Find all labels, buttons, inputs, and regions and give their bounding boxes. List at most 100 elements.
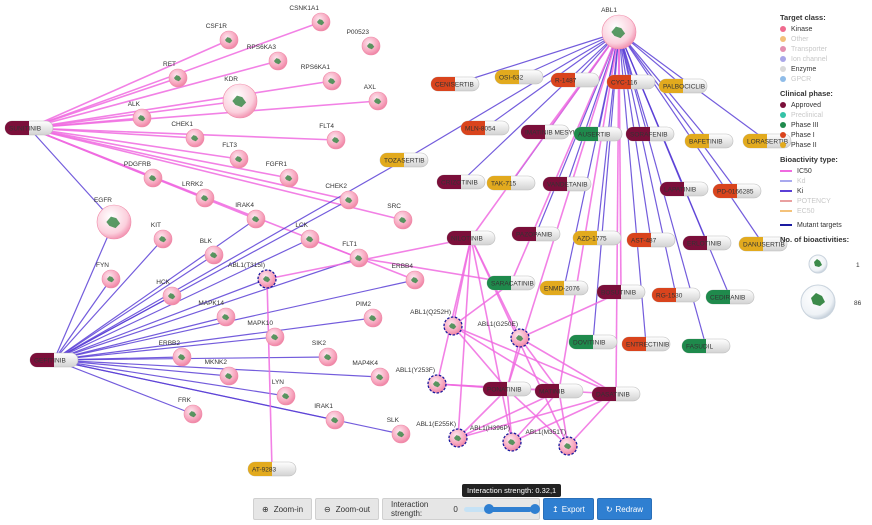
target-node-mknk2[interactable]: MKNK2 (205, 359, 239, 386)
target-node-abl1[interactable]: ABL1 (601, 7, 637, 50)
legend-target-item[interactable]: Enzyme (780, 64, 870, 74)
legend-target-item[interactable]: Other (780, 34, 870, 44)
edge-sunitinib-flt3[interactable] (28, 127, 240, 160)
drug-node-pazopanib[interactable]: PAZOPANIB (511, 226, 561, 242)
target-node-abl1-e255k[interactable]: ABL1(E255K) (416, 421, 468, 448)
drug-node-sorafenib[interactable]: SORAFENIB (625, 126, 675, 142)
edge-at-9283-abl1-t315i[interactable] (266, 278, 273, 470)
zoom-out-button[interactable]: ⊖ Zoom-out (315, 498, 379, 520)
target-node-axl[interactable]: AXL (364, 84, 388, 111)
target-node-ret[interactable]: RET (163, 61, 188, 88)
drug-node-tozasertib[interactable]: TOZASERTIB (379, 152, 429, 168)
target-node-fgfr1[interactable]: FGFR1 (266, 161, 299, 188)
edge-gefitinib-irak4[interactable] (53, 218, 257, 361)
drug-node-lorasertib[interactable]: LORASERTIB (742, 133, 792, 149)
target-node-abl1-g250e[interactable]: ABL1(G250E) (478, 321, 530, 348)
legend-mutant-row[interactable]: Mutant targets (780, 220, 870, 230)
drug-node-ast-487[interactable]: AST-487 (626, 232, 676, 248)
target-node-chek1[interactable]: CHEK1 (171, 121, 205, 148)
drug-node-tak-715[interactable]: TAK-715 (486, 175, 536, 191)
target-node-mapk14[interactable]: MAPK14 (198, 300, 236, 327)
target-node-abl1-t315i[interactable]: ABL1(T315I) (228, 262, 277, 289)
target-node-blk[interactable]: BLK (200, 238, 224, 265)
edge-abl1-crizotinib[interactable] (460, 31, 620, 183)
drug-node-erlotinib[interactable]: ERLOTINIB (682, 235, 732, 251)
target-node-lyn[interactable]: LYN (272, 379, 296, 406)
edge-gefitinib-mapk14[interactable] (53, 316, 227, 361)
export-button[interactable]: ↥ Export (542, 498, 594, 520)
target-node-abl1-h396p[interactable]: ABL1(H396P) (470, 425, 522, 452)
target-node-src[interactable]: SRC (387, 203, 413, 230)
legend-bio-item[interactable]: Kd (780, 176, 870, 186)
edge-abl1-ponatinib[interactable] (506, 31, 620, 390)
strength-slider[interactable] (463, 503, 540, 514)
drug-node-crizotinib[interactable]: CRIZOTINIB (436, 174, 486, 190)
target-node-sik2[interactable]: SIK2 (312, 340, 338, 367)
target-node-pim2[interactable]: PIM2 (356, 301, 383, 328)
drug-node-saracatinib[interactable]: SARACATINIB (486, 275, 536, 291)
edge-sunitinib-csf1r[interactable] (28, 39, 230, 129)
legend-target-item[interactable]: Kinase (780, 24, 870, 34)
target-node-kit[interactable]: KIT (151, 222, 173, 249)
edge-gefitinib-kit[interactable] (53, 238, 164, 361)
edge-dasatinib-abl1-m351t[interactable] (567, 393, 617, 447)
target-node-csf1r[interactable]: CSF1R (206, 23, 239, 50)
legend-bio-item[interactable]: Ki (780, 186, 870, 196)
drug-node-at-9283[interactable]: AT-9283 (247, 461, 297, 477)
legend-bio-item[interactable]: EC50 (780, 206, 870, 216)
target-node-flt4[interactable]: FLT4 (319, 123, 346, 150)
drug-node-pd-0166285[interactable]: PD-0166285 (712, 183, 762, 199)
edge-gefitinib-lck[interactable] (53, 238, 311, 361)
target-node-egfr[interactable]: EGFR (94, 197, 132, 240)
target-node-lck[interactable]: LCK (295, 222, 320, 249)
target-node-slk[interactable]: SLK (387, 417, 411, 444)
drug-node-nilotinib[interactable]: NILOTINIB (446, 230, 496, 246)
edge-sunitinib-egfr[interactable] (28, 127, 115, 223)
edge-matinib-abl1-h396p[interactable] (511, 390, 560, 443)
target-node-erbb2[interactable]: ERBB2 (159, 340, 192, 367)
edge-sunitinib-rps6ka3[interactable] (28, 60, 279, 129)
target-node-lrrk2[interactable]: LRRK2 (182, 181, 215, 208)
drug-node-gefitinib[interactable]: GEFITINIB (29, 352, 79, 368)
target-node-erbb4[interactable]: ERBB4 (392, 263, 425, 290)
target-node-flt3[interactable]: FLT3 (222, 142, 249, 169)
edge-dasatinib-abl1-g250e[interactable] (519, 337, 617, 395)
edge-sunitinib-fgfr1[interactable] (28, 127, 290, 179)
edge-abl1-dasatinib[interactable] (615, 31, 620, 395)
drug-node-azd-1775[interactable]: AZD-1775 (572, 230, 622, 246)
edge-gefitinib-chek2[interactable] (53, 199, 350, 361)
edge-abl1-saracatinib[interactable] (510, 31, 620, 284)
drug-node-vandetanib[interactable]: VANDETANIB (542, 176, 592, 192)
edge-flt1-erbb4[interactable] (358, 257, 416, 281)
legend-phase-item[interactable]: Approved (780, 100, 870, 110)
edge-nilotinib-abl1-h396p[interactable] (470, 237, 513, 443)
edge-sunitinib-irak4[interactable] (28, 127, 257, 220)
target-node-map4k4[interactable]: MAP4K4 (352, 360, 390, 387)
drug-node-bafetinib[interactable]: BAFETINIB (684, 133, 734, 149)
edge-matinib-abl1-e255k[interactable] (457, 390, 560, 439)
drug-node-imatinib-mesylate[interactable]: IMATINIB MESYLATE (520, 124, 589, 140)
edge-gefitinib-mapk10[interactable] (53, 336, 276, 361)
target-node-abl1-m351t[interactable]: ABL1(M351T) (526, 429, 578, 456)
edge-ponatinib-abl1-q252h[interactable] (452, 325, 508, 390)
legend-target-item[interactable]: GPCR (780, 74, 870, 84)
drug-node-ausertib[interactable]: AUSERTIB (573, 126, 623, 142)
edge-ponatinib-abl1-m351t[interactable] (506, 388, 569, 447)
edge-abl1-rg-1530[interactable] (618, 31, 677, 296)
target-node-irak4[interactable]: IRAK4 (235, 202, 266, 229)
strength-high-handle[interactable] (529, 503, 540, 514)
target-node-pdgfrb[interactable]: PDGFRB (124, 161, 163, 188)
target-node-frk[interactable]: FRK (178, 397, 203, 424)
drug-node-osi-632[interactable]: OSI-632 (494, 69, 544, 85)
edge-abl1-enmd-2076[interactable] (563, 31, 620, 289)
drug-node-dasatinib[interactable]: DASATINIB (591, 386, 641, 402)
edge-gefitinib-abl1-t315i[interactable] (53, 278, 268, 361)
drug-node-cediranib[interactable]: CEDIRANIB (705, 289, 755, 305)
drug-node-palbociclib[interactable]: PALBOCICLIB (658, 78, 708, 94)
drug-node-dovitinib[interactable]: DOVITINIB (568, 334, 618, 350)
strength-low-handle[interactable] (483, 503, 494, 514)
edge-gefitinib-frk[interactable] (53, 359, 194, 415)
edge-gefitinib-pim2[interactable] (53, 317, 374, 361)
target-node-hck[interactable]: HCK (156, 279, 182, 306)
